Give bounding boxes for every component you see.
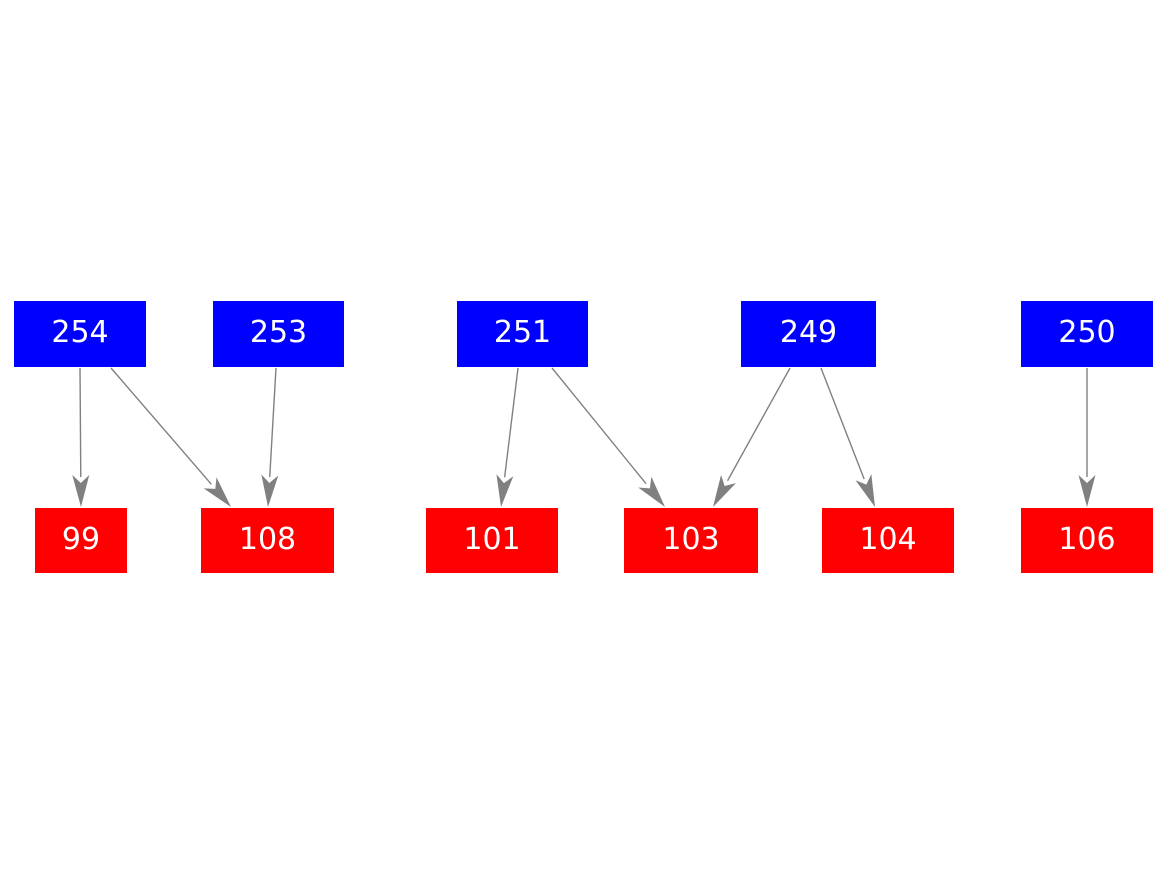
graph-node-label: 103 <box>662 521 720 557</box>
edge-line <box>820 367 865 480</box>
graph-edge-254-to-108 <box>110 367 231 507</box>
graph-node-label: 101 <box>463 521 521 557</box>
edge-arrowhead-icon <box>261 474 279 507</box>
graph-edge-251-to-101 <box>496 367 519 507</box>
edge-line <box>269 367 277 478</box>
edge-line <box>110 367 212 485</box>
graph-node-label: 253 <box>249 315 308 350</box>
edge-arrowhead-icon <box>496 474 514 507</box>
graph-node-label: 99 <box>61 521 101 557</box>
graph-node-label: 251 <box>493 315 552 350</box>
edge-arrowhead-icon <box>855 474 875 507</box>
graph-node-250[interactable]: 250 <box>1021 301 1153 367</box>
edge-arrowhead-icon <box>203 477 231 507</box>
graph-edge-250-to-106 <box>1078 368 1096 507</box>
graph-node-103[interactable]: 103 <box>624 508 758 573</box>
graph-edge-254-to-99 <box>72 367 90 507</box>
graph-edge-249-to-103 <box>713 367 791 507</box>
edge-line <box>551 367 647 485</box>
graph-node-label: 249 <box>779 315 838 350</box>
graph-node-label: 106 <box>1058 521 1116 557</box>
graph-node-101[interactable]: 101 <box>426 508 558 573</box>
graph-node-108[interactable]: 108 <box>201 508 334 573</box>
graph-node-253[interactable]: 253 <box>213 301 344 367</box>
graph-node-label: 104 <box>859 521 917 557</box>
graph-node-104[interactable]: 104 <box>822 508 954 573</box>
edge-line <box>79 367 82 478</box>
edge-arrowhead-icon <box>713 474 736 507</box>
graph-node-249[interactable]: 249 <box>741 301 876 367</box>
graph-node-label: 108 <box>238 521 297 557</box>
graph-edge-249-to-104 <box>820 367 875 507</box>
graph-node-label: 254 <box>51 315 109 350</box>
edge-arrowhead-icon <box>638 476 665 507</box>
graph-node-99[interactable]: 99 <box>35 508 127 573</box>
graph-node-106[interactable]: 106 <box>1021 508 1153 573</box>
graph-edge-251-to-103 <box>551 367 665 507</box>
graph-edge-253-to-108 <box>261 367 279 507</box>
graph-node-254[interactable]: 254 <box>14 301 146 367</box>
edge-line <box>503 367 519 478</box>
edge-line <box>726 367 791 482</box>
edge-arrowhead-icon <box>72 474 90 507</box>
graph-node-label: 250 <box>1058 315 1116 350</box>
edge-arrowhead-icon <box>1078 475 1096 507</box>
graph-node-251[interactable]: 251 <box>457 301 588 367</box>
